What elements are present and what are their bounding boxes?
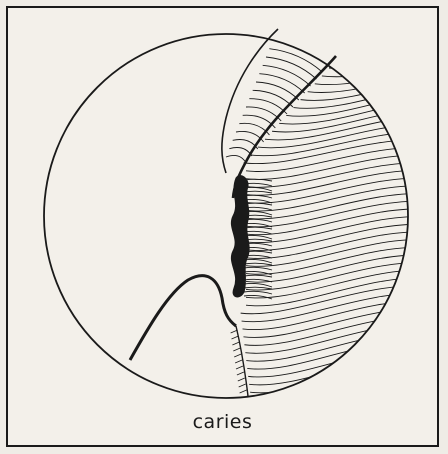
dentinal-tubule-line <box>244 140 428 164</box>
dentinal-tubule-line <box>246 224 428 250</box>
dentinal-tubule-line <box>252 378 428 409</box>
dentinal-tubule-line <box>246 186 428 211</box>
boundary-tick <box>237 372 244 375</box>
lesion-tubule-stroke <box>244 187 272 191</box>
dentinal-tubule-line <box>246 247 428 274</box>
dentinal-tubule-line <box>251 132 428 156</box>
dentinal-tubule-line <box>246 278 428 306</box>
boundary-tick <box>232 342 239 345</box>
dentinal-tubule-line <box>308 71 428 93</box>
dentinal-tubule-line <box>279 101 428 124</box>
dentinal-tubule-line <box>293 86 428 108</box>
enamel-boundary-left <box>222 29 278 173</box>
enamel-hatch-line <box>269 49 322 72</box>
tooth-outline-circle <box>44 34 408 398</box>
dentinal-tubule-line <box>286 94 428 117</box>
pulp-boundary-curve <box>130 276 236 360</box>
dentinal-tubule-line <box>250 362 428 392</box>
enamel-hatch-line <box>273 40 328 65</box>
dentinal-tubule-line <box>246 178 428 203</box>
lesion-tubule-stroke <box>244 195 272 198</box>
figure-caption: caries <box>8 411 437 433</box>
dentinal-tubule-line <box>246 240 428 267</box>
dentinal-tubule-line <box>246 232 428 259</box>
lesion-tubule-stroke <box>244 291 272 294</box>
enamel-hatch-line <box>263 65 311 86</box>
dentinal-tubule-line <box>246 217 428 243</box>
dentinal-tubule-line <box>246 270 428 298</box>
boundary-tick <box>234 354 241 357</box>
dentinal-tubule-line <box>329 48 432 69</box>
lesion-tubule-stroke <box>244 267 272 270</box>
lesion-tubule-stroke <box>244 231 272 234</box>
dentinal-tubule-line <box>243 309 428 338</box>
dentinal-tubule-line <box>258 124 428 147</box>
dentinal-tubule-line <box>246 209 428 235</box>
carious-lesion <box>231 176 249 297</box>
enamel-hatch-line <box>226 155 246 163</box>
dentinal-tubule-line <box>246 193 428 218</box>
enamel-hatch-line <box>276 32 334 58</box>
lesion-tubule-stroke <box>244 283 272 287</box>
boundary-tick <box>235 360 242 363</box>
dentinal-tubule-line <box>251 370 428 401</box>
enamel-hatch-lines <box>226 32 334 163</box>
lesion-tubule-stroke <box>244 227 272 229</box>
boundary-tick <box>240 390 247 393</box>
boundary-tick <box>233 348 240 351</box>
boundary-tick <box>232 336 239 339</box>
dentinal-tubule-line <box>246 201 428 227</box>
lesion-tubule-stroke <box>244 287 272 289</box>
figure-frame: caries <box>6 6 439 447</box>
enamel-hatch-line <box>253 90 293 107</box>
boundary-tick <box>236 366 243 369</box>
lesion-tubule-stroke <box>244 191 272 193</box>
lesion-tubule-stroke <box>244 275 272 277</box>
dentinal-tubule-line <box>315 63 429 85</box>
caries-diagram <box>8 8 441 449</box>
lesion-tubule-stroke <box>244 263 272 265</box>
boundary-tick <box>239 384 246 387</box>
dentino-enamel-junction <box>233 56 336 198</box>
boundary-tick <box>238 378 245 381</box>
lesion-tubule-stroke <box>244 259 272 263</box>
dentinal-tubule-line <box>265 117 428 140</box>
